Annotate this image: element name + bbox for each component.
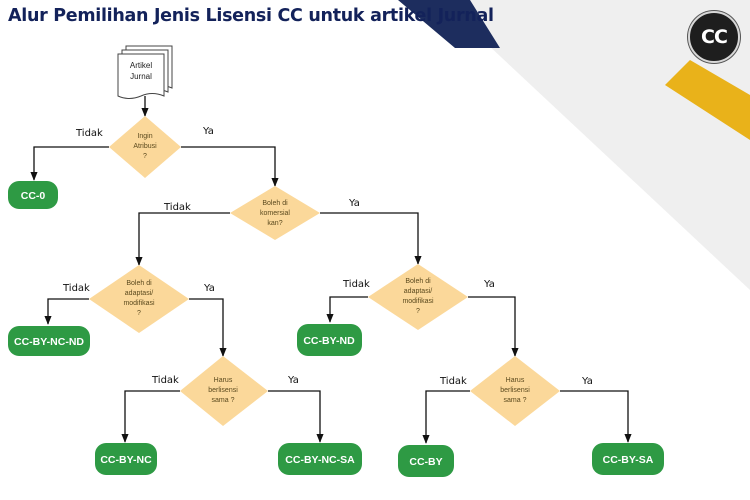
decision-text-line: modifikasi [123,300,155,307]
branch-label-no: Tidak [439,376,467,387]
background-stripes [398,0,750,290]
decision-adapt-left: Boleh di adaptasi/ modifikasi ? [89,265,189,333]
decision-commercial: Boleh di komersial kan? [230,186,320,240]
branch-label-yes: Ya [203,283,215,294]
connectors [30,96,632,444]
outcome-label: CC-BY [409,456,442,468]
decision-text-line: Boleh di [262,200,288,207]
decision-text-line: kan? [267,220,282,227]
outcome-cc0: CC-0 [8,181,58,209]
outcome-by: CC-BY [398,445,454,477]
decision-text-line: komersial [260,210,290,217]
branch-label-yes: Ya [581,376,593,387]
light-stripe [440,0,750,290]
decision-text-line: Boleh di [126,280,152,287]
outcome-label: CC-BY-SA [603,454,654,466]
branch-label-no: Tidak [62,283,90,294]
outcome-label: CC-BY-NC [100,454,152,466]
outcome-by-nd: CC-BY-ND [297,324,362,356]
branch-labels: Tidak Ya Tidak Ya Tidak Ya Tidak Ya Tida… [62,126,593,387]
page-title: Alur Pemilihan Jenis Lisensi CC untuk ar… [8,6,494,26]
branch-label-yes: Ya [483,279,495,290]
branch-label-no: Tidak [75,128,103,139]
decision-text-line: sama ? [504,397,527,404]
decision-text-line: ? [143,153,147,160]
branch-label-yes: Ya [202,126,214,137]
decision-text-line: sama ? [212,397,235,404]
decision-attribution: Ingin Atribusi ? [109,116,181,178]
decision-adapt-right: Boleh di adaptasi/ modifikasi ? [368,264,468,330]
decision-sharealike-right: Harus berlisensi sama ? [470,356,560,426]
decision-text-line: modifikasi [402,298,434,305]
decision-text-line: Atribusi [133,143,157,150]
decision-text-line: berlisensi [500,387,530,394]
decision-text-line: ? [137,310,141,317]
gold-stripe [665,60,750,140]
creative-commons-icon: CC [688,11,740,63]
start-label-line1: Artikel [130,61,152,70]
decision-sharealike-left: Harus berlisensi sama ? [180,356,268,426]
logo-text: CC [701,26,728,48]
decision-text-line: adaptasi/ [404,288,432,295]
start-label-line2: Jurnal [130,72,152,81]
decision-text-line: Boleh di [405,278,431,285]
decision-text-line: ? [416,308,420,315]
decision-text-line: Ingin [137,133,152,140]
outcome-by-sa: CC-BY-SA [592,443,664,475]
outcome-by-nc: CC-BY-NC [95,443,157,475]
outcome-label: CC-BY-NC-ND [14,336,84,348]
outcome-label: CC-BY-ND [303,335,355,347]
branch-label-no: Tidak [342,279,370,290]
outcome-by-nc-sa: CC-BY-NC-SA [278,443,362,475]
decision-text-line: Harus [214,377,233,384]
decision-text-line: Harus [506,377,525,384]
outcome-label: CC-0 [21,190,46,202]
branch-label-yes: Ya [287,375,299,386]
outcome-by-nc-nd: CC-BY-NC-ND [8,326,90,356]
outcome-label: CC-BY-NC-SA [285,454,355,466]
start-document-stack: Artikel Jurnal [117,45,173,99]
decision-text-line: berlisensi [208,387,238,394]
decision-text-line: adaptasi/ [125,290,153,297]
branch-label-no: Tidak [151,375,179,386]
navy-stripe [398,0,500,48]
branch-label-yes: Ya [348,198,360,209]
branch-label-no: Tidak [163,202,191,213]
